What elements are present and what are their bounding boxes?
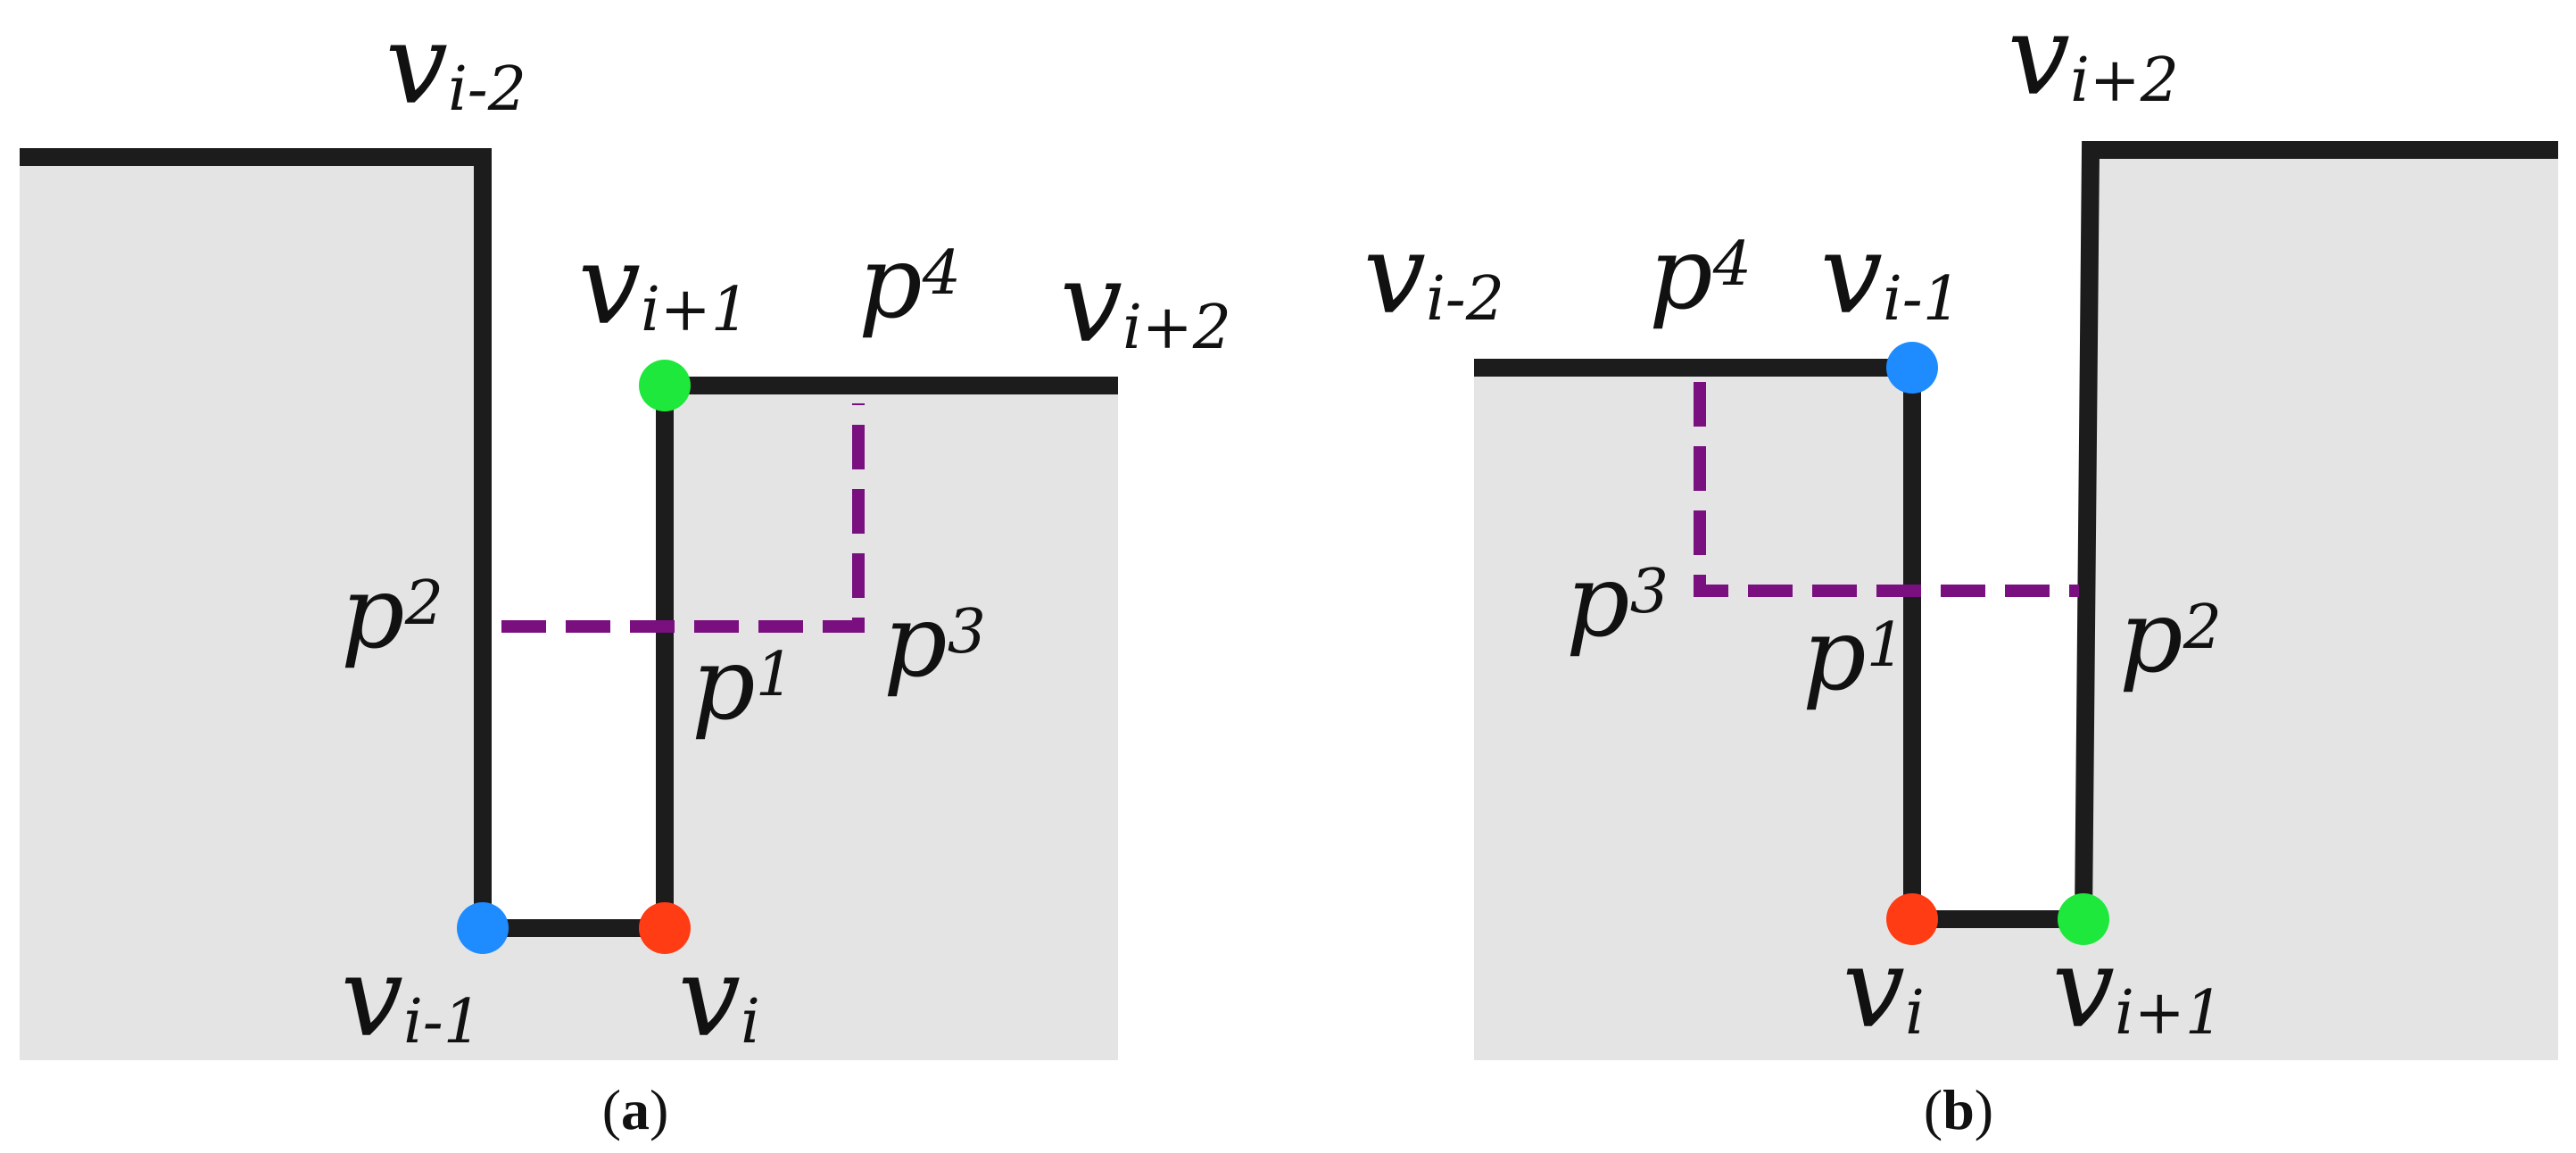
panel-a-label-v-i-plus-2: vi+2 (1060, 239, 1231, 368)
panel-a-label-p4: p4 (858, 225, 961, 341)
panel-a: vi-2 vi+1 p4 vi+2 p2 p1 p3 vi-1 vi (a) (20, 1, 1231, 1141)
panel-b-vertex-vi-plus-1 (2058, 893, 2109, 945)
panel-b: vi+2 vi-2 p4 vi-1 p3 p1 p2 vi vi+1 (b) (1363, 0, 2558, 1141)
panel-a-label-v-i-minus-2: vi-2 (385, 1, 526, 129)
panel-b-vertex-vi (1886, 893, 1938, 945)
panel-b-label-v-i-minus-2: vi-2 (1363, 211, 1504, 339)
panel-a-vertex-vi-plus-1 (639, 360, 691, 411)
panel-a-label-p3: p3 (883, 584, 986, 700)
panel-b-label-p1: p1 (1802, 597, 1905, 713)
panel-a-vertex-vi-minus-1 (457, 902, 509, 954)
panel-b-label-p4: p4 (1649, 216, 1752, 332)
panel-a-label-v-i-plus-1: vi+1 (578, 221, 750, 350)
panel-b-dashed-path (1694, 382, 2079, 597)
panel-b-region (1474, 150, 2558, 1060)
panel-b-label-p2: p2 (2119, 579, 2222, 695)
panel-b-caption: (b) (1924, 1078, 1993, 1141)
panel-b-label-p3: p3 (1566, 543, 1669, 659)
panel-a-region (20, 157, 1118, 1060)
panel-b-vertex-vi-minus-1 (1886, 342, 1938, 394)
panel-a-label-p1: p1 (692, 626, 794, 742)
panel-b-label-v-i: vi (1843, 925, 1925, 1053)
panel-a-polygon-outline (20, 148, 1118, 937)
panel-b-label-v-i-minus-1: vi-1 (1820, 211, 1961, 339)
panel-a-dashed-path (501, 403, 865, 633)
panel-a-vertex-vi (639, 902, 691, 954)
panel-a-caption: (a) (602, 1078, 669, 1141)
panel-b-polygon-outline (1474, 141, 2558, 928)
panel-a-label-v-i-minus-1: vi-1 (341, 933, 482, 1062)
panel-b-label-v-i-plus-1: vi+1 (2052, 925, 2224, 1053)
panel-b-label-v-i-plus-2: vi+2 (2008, 0, 2179, 120)
panel-a-label-p2: p2 (341, 555, 443, 671)
panel-a-label-v-i: vi (678, 933, 760, 1062)
